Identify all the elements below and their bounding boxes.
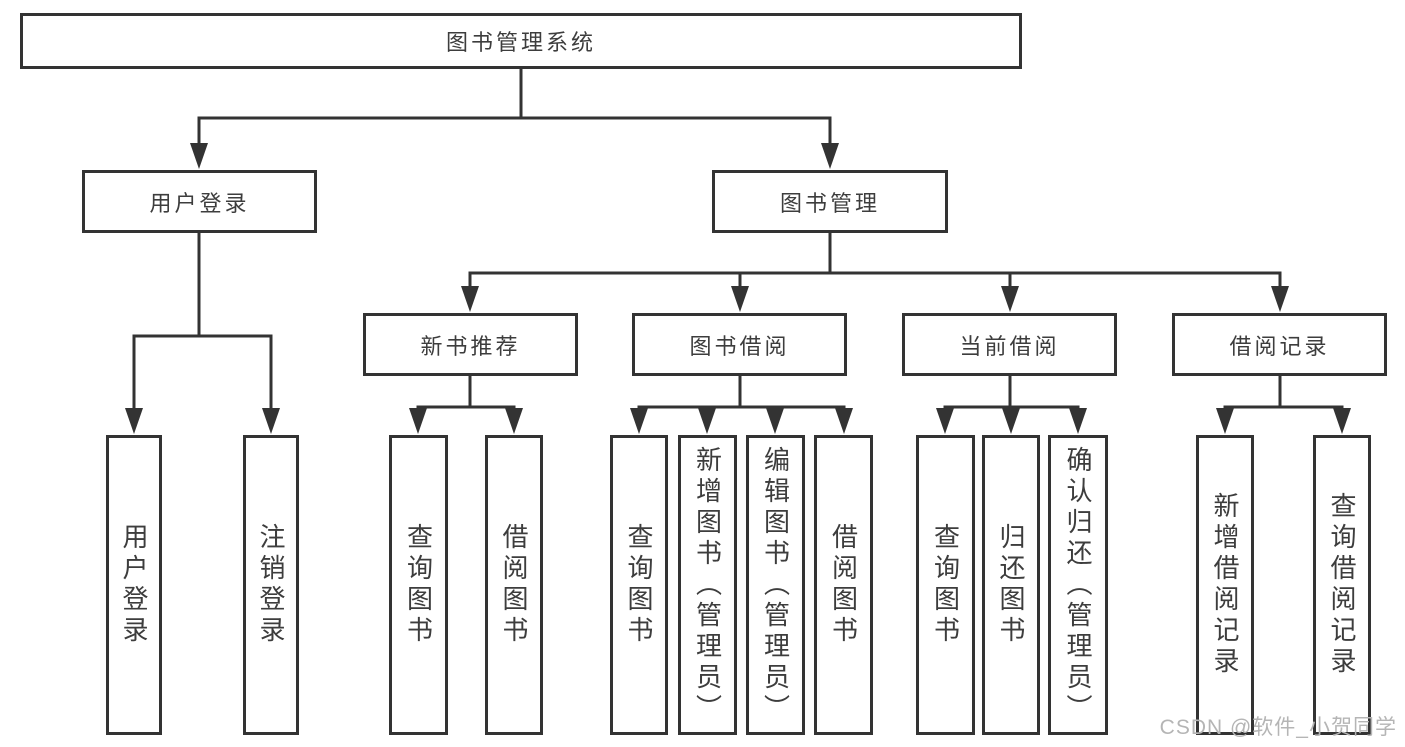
leaf-label: 归还图书 (996, 523, 1026, 647)
leaf-label: 注销登录 (256, 523, 286, 647)
csdn-watermark: CSDN @软件_小贺同学 (1159, 716, 1397, 739)
connector-new-book-recommend-to-leaves (409, 374, 523, 434)
node-current-borrow: 当前借阅 (902, 313, 1117, 376)
leaf-label: 编辑图书（管理员） (760, 445, 791, 725)
leaf-label: 用户登录 (119, 523, 149, 647)
node-leaf-query-borrow-record: 查询借阅记录 (1313, 435, 1371, 735)
node-leaf-query-books-recommend: 查询图书 (389, 435, 448, 735)
leaf-label: 查询图书 (403, 523, 434, 647)
node-book-borrow: 图书借阅 (632, 313, 847, 376)
node-leaf-query-books-current: 查询图书 (916, 435, 975, 735)
node-leaf-borrow-books-recommend: 借阅图书 (485, 435, 543, 735)
connector-user-login-to-leaves (125, 231, 280, 434)
connector-current-borrow-to-leaves (936, 374, 1087, 434)
leaf-label: 确认归还（管理员） (1063, 445, 1093, 725)
node-library-management-system: 图书管理系统 (20, 13, 1022, 69)
node-borrow-records: 借阅记录 (1172, 313, 1387, 376)
leaf-label: 借阅图书 (499, 523, 529, 647)
node-new-book-recommend: 新书推荐 (363, 313, 578, 376)
connector-book-borrow-to-leaves (630, 374, 853, 434)
connector-root-to-level2 (190, 68, 839, 169)
node-leaf-return-book: 归还图书 (982, 435, 1040, 735)
node-leaf-user-login: 用户登录 (106, 435, 162, 735)
node-leaf-add-borrow-record: 新增借阅记录 (1196, 435, 1254, 735)
connector-book-management-to-level3 (461, 231, 1289, 312)
connector-borrow-records-to-leaves (1216, 374, 1351, 434)
leaf-label: 查询借阅记录 (1327, 492, 1357, 678)
node-leaf-borrow-books: 借阅图书 (814, 435, 873, 735)
leaf-label: 新增图书（管理员） (692, 445, 723, 725)
node-leaf-logout: 注销登录 (243, 435, 299, 735)
node-book-management-branch: 图书管理 (712, 170, 948, 233)
leaf-label: 新增借阅记录 (1210, 492, 1240, 678)
node-user-login-branch: 用户登录 (82, 170, 317, 233)
node-leaf-edit-book-admin: 编辑图书（管理员） (746, 435, 805, 735)
leaf-label: 借阅图书 (828, 523, 859, 647)
node-leaf-confirm-return-admin: 确认归还（管理员） (1048, 435, 1108, 735)
node-leaf-query-books-borrow: 查询图书 (610, 435, 668, 735)
leaf-label: 查询图书 (930, 523, 961, 647)
leaf-label: 查询图书 (624, 523, 654, 647)
node-leaf-add-book-admin: 新增图书（管理员） (678, 435, 737, 735)
